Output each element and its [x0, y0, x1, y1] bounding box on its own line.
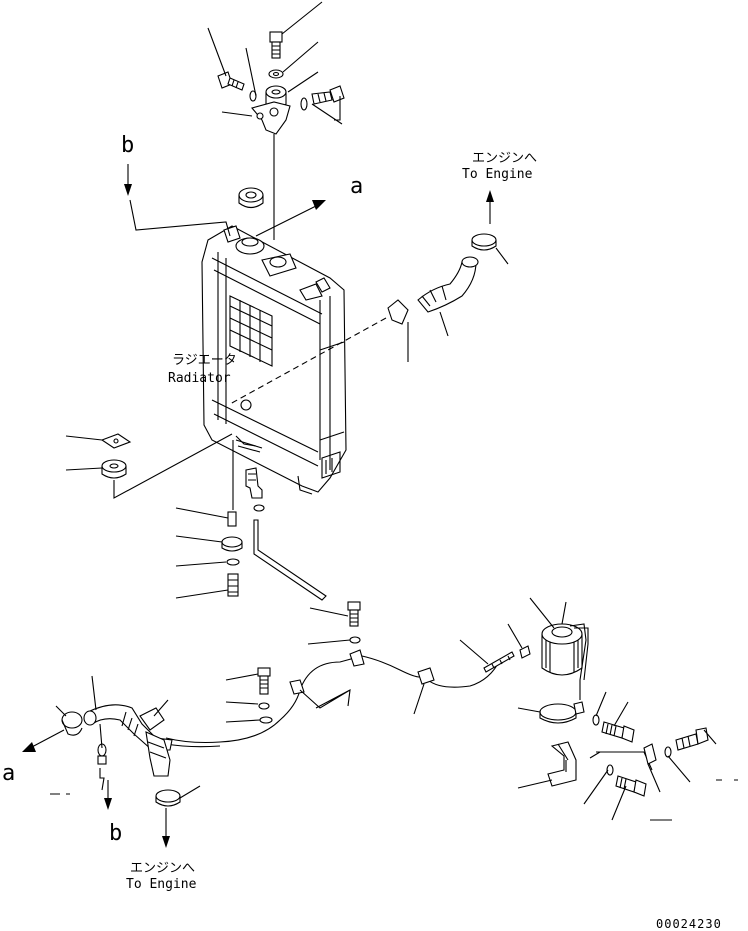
- harness-clamp-2: [349, 649, 365, 667]
- drain-cock: [245, 467, 263, 499]
- stay-bolt: [675, 727, 709, 751]
- stay-washer: [664, 746, 672, 758]
- harness-connector: [417, 667, 435, 685]
- upper-hose: [417, 256, 479, 313]
- harness-clip-bolt: [257, 667, 271, 695]
- to-engine-bottom-arrow: [162, 808, 170, 848]
- top-mount-rubber: [238, 187, 264, 209]
- lower-hose-clamp-bottom: [155, 789, 181, 807]
- radiator-core-grid: [229, 295, 273, 367]
- clip-bolt: [347, 601, 361, 627]
- bracket-bolt: [615, 775, 647, 797]
- radiator-label-jp: ラジエータ: [172, 353, 237, 368]
- stay-bracket: [251, 101, 291, 240]
- bracket-washer: [606, 764, 614, 776]
- sensor-plug: [519, 645, 531, 659]
- upper-hose-clamp: [471, 233, 497, 251]
- tank-band: [539, 701, 585, 724]
- radiator: [201, 225, 347, 495]
- ref-b-top-label: b: [121, 133, 134, 158]
- to-engine-bottom-label-en: To Engine: [126, 877, 197, 892]
- lower-hose-clamp-left: [61, 711, 83, 736]
- lower-hose: [145, 731, 171, 777]
- radiator-label-en: Radiator: [168, 371, 231, 386]
- bottom-cushion: [221, 536, 243, 552]
- to-engine-top-label-en: To Engine: [462, 167, 533, 182]
- to-engine-top-arrow: [486, 190, 494, 224]
- ref-b-bottom-label: b: [109, 821, 122, 846]
- drain-clip: [253, 504, 265, 512]
- top-bolt-vertical: [269, 31, 283, 59]
- ref-a-top-pointer: a: [255, 174, 363, 237]
- lower-hose-clamp-mid: [139, 707, 165, 731]
- bottom-rubber-mount: [101, 459, 127, 479]
- drain-tube: [253, 519, 327, 601]
- tank-washer-1: [592, 714, 600, 726]
- hose-clamp-radiator-side: [387, 299, 409, 325]
- tank-bolt-1: [601, 721, 635, 743]
- clip-washer: [349, 636, 361, 644]
- ref-a-bottom-label: a: [2, 761, 15, 786]
- tank-bracket: [547, 741, 577, 787]
- bottom-washer: [226, 558, 240, 566]
- ref-a-top-label: a: [350, 174, 363, 199]
- side-bolt-left: [217, 71, 245, 91]
- sensor-cable: [483, 651, 515, 673]
- harness-clip-washer: [258, 702, 270, 710]
- to-engine-top-label-jp: エンジンへ: [472, 151, 537, 166]
- stay-plate: [643, 743, 661, 793]
- ref-a-bottom-pointer: a: [2, 729, 65, 786]
- reserve-tank: [541, 623, 589, 700]
- harness-clip-spacer: [259, 716, 273, 724]
- bottom-bolt: [227, 573, 239, 597]
- to-engine-bottom-label-jp: エンジンへ: [130, 861, 195, 876]
- top-washer: [268, 69, 284, 79]
- bottom-plate: [100, 433, 132, 449]
- side-bolt-right: [311, 85, 345, 105]
- ref-b-bottom-pointer: b: [104, 780, 122, 846]
- drawing-number: 00024230: [656, 917, 722, 931]
- bottom-collar: [227, 511, 237, 527]
- lower-clamp-small: [97, 743, 107, 765]
- side-washer-right: [300, 97, 308, 111]
- ref-b-top-pointer: b: [121, 133, 231, 237]
